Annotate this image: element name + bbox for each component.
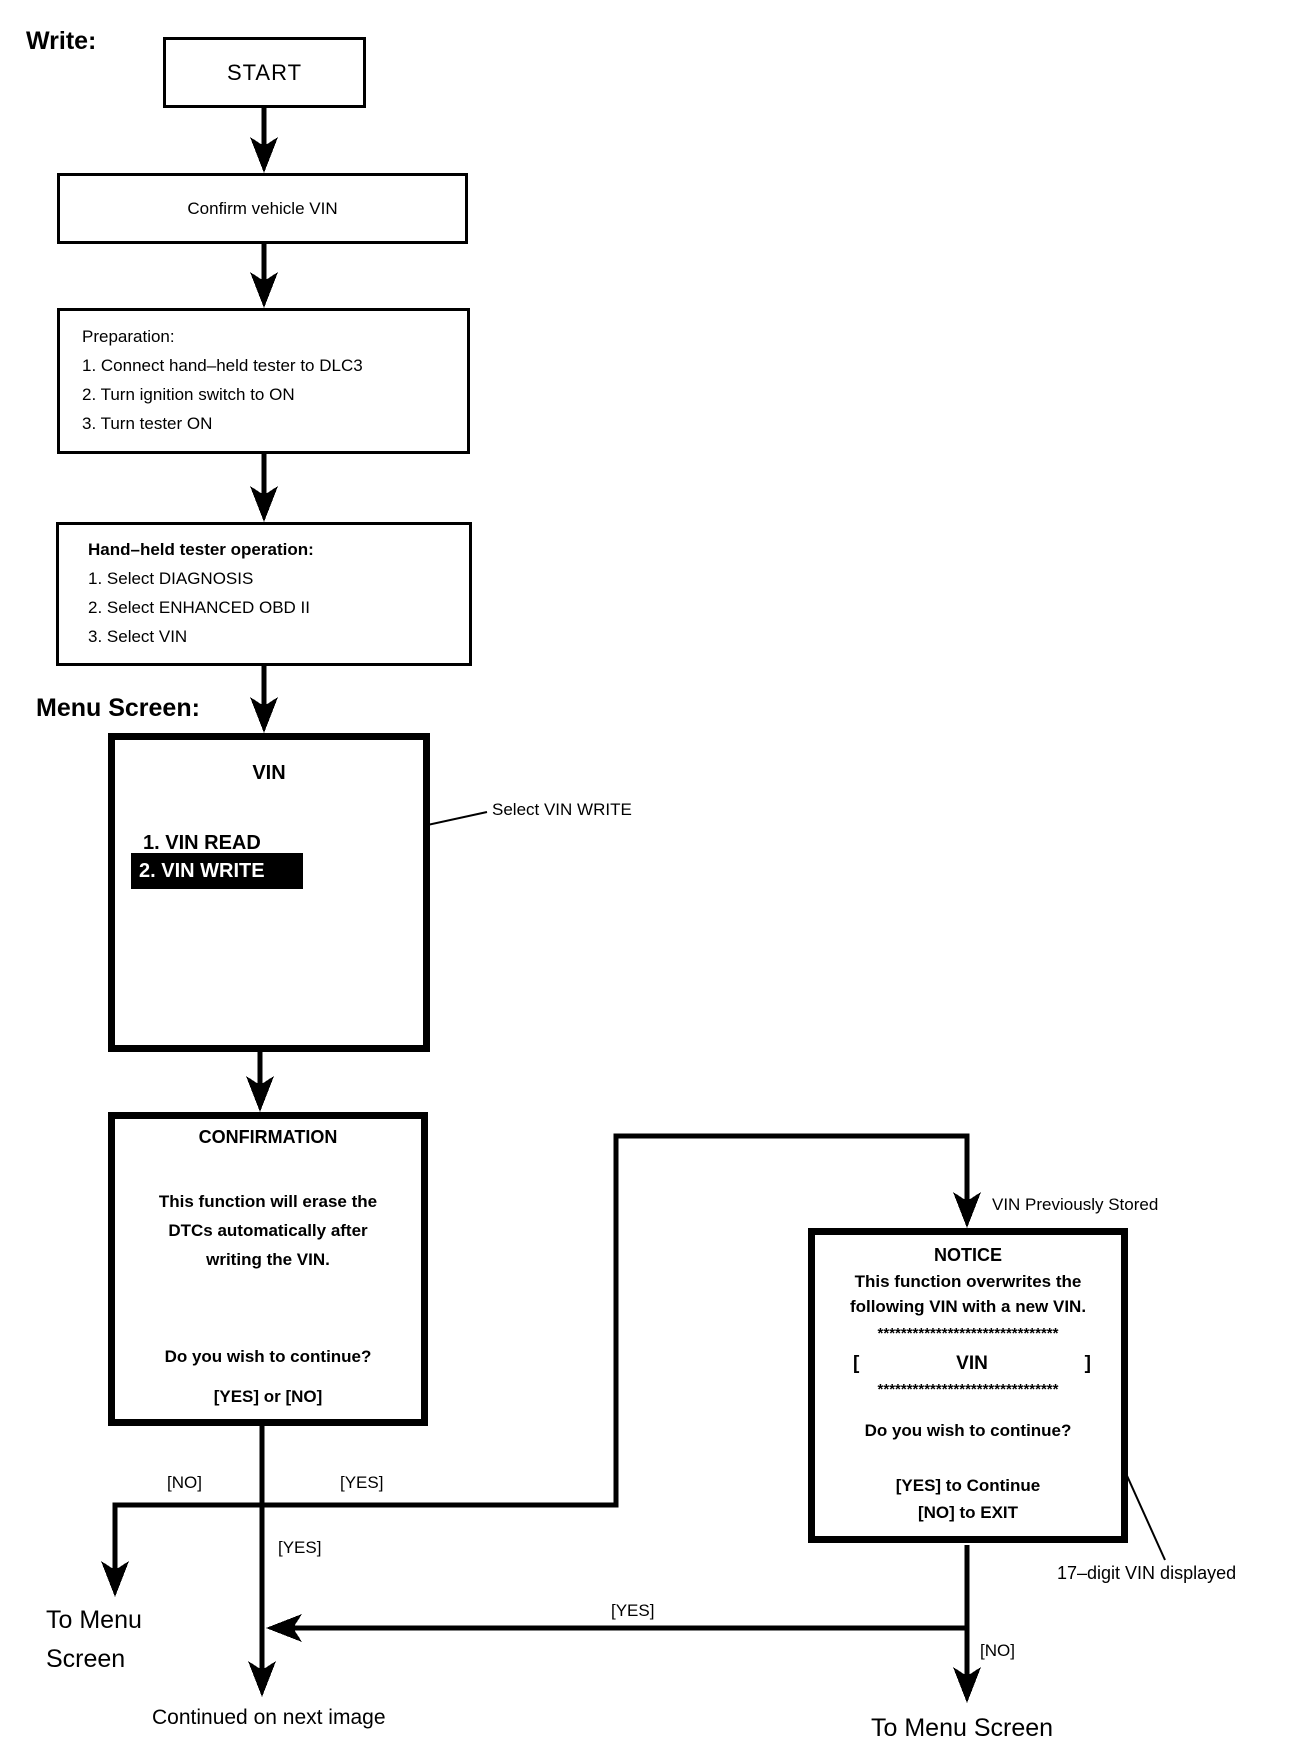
to-menu-screen-left-line2: Screen <box>46 1645 126 1673</box>
vin-menu-title: VIN <box>252 762 286 784</box>
arrowhead-tester <box>250 486 278 522</box>
confirmation-body-line-1: This function will erase the <box>158 1192 378 1211</box>
arrowhead-continued <box>248 1661 276 1697</box>
vin-menu-screen: VIN 1. VIN READ 2. VIN WRITE <box>108 733 430 1052</box>
notice-option-yes: [YES] to Continue <box>895 1476 1041 1495</box>
preparation-step-1: 1. Connect hand–held tester to DLC3 <box>82 356 363 375</box>
arrowhead-notice <box>953 1192 981 1228</box>
confirmation-screen: CONFIRMATION This function will erase th… <box>108 1112 428 1426</box>
preparation-title: Preparation: <box>82 327 175 346</box>
confirmation-body-line-3: writing the VIN. <box>206 1250 330 1269</box>
notice-body-line-1: This function overwrites the <box>854 1272 1082 1291</box>
notice-vin-bracket-open: [ <box>853 1353 860 1374</box>
menu-item-vin-write-selected: 2. VIN WRITE <box>131 853 303 889</box>
tester-operation-title: Hand–held tester operation: <box>88 540 314 559</box>
preparation-node: Preparation: 1. Connect hand–held tester… <box>57 308 470 454</box>
edge-label-confirm-yes-down: [YES] <box>278 1538 322 1557</box>
notice-title: NOTICE <box>933 1245 1002 1265</box>
arrowhead-menuscreen-right <box>953 1667 981 1703</box>
arrowhead-menu <box>250 697 278 733</box>
notice-option-no: [NO] to EXIT <box>917 1503 1019 1522</box>
arrowhead-menuscreen-left <box>101 1561 129 1597</box>
menu-item-vin-write-label: 2. VIN WRITE <box>139 859 265 882</box>
to-menu-screen-left-line1: To Menu <box>46 1606 142 1634</box>
notice-stars-top: ******************************* <box>877 1325 1059 1342</box>
to-menu-screen-left: To Menu Screen <box>46 1601 142 1679</box>
start-node: START <box>163 37 366 108</box>
notice-vin-label: VIN <box>956 1353 988 1374</box>
preparation-step-2: 2. Turn ignition switch to ON <box>82 385 295 404</box>
edge-confirmation-menuscreen <box>112 1502 262 1574</box>
confirmation-title: CONFIRMATION <box>198 1127 338 1147</box>
menu-screen-heading: Menu Screen: <box>36 694 200 722</box>
notice-screen: NOTICE This function overwrites the foll… <box>808 1228 1128 1543</box>
tester-step-1: 1. Select DIAGNOSIS <box>88 569 254 588</box>
tester-operation-node: Hand–held tester operation: 1. Select DI… <box>56 522 472 666</box>
tester-step-2: 2. Select ENHANCED OBD II <box>88 598 311 617</box>
confirmation-question: Do you wish to continue? <box>164 1347 372 1366</box>
notice-stars-bottom: ******************************* <box>877 1381 1059 1398</box>
vin-previously-stored-annotation: VIN Previously Stored <box>992 1195 1159 1214</box>
select-vin-write-annotation: Select VIN WRITE <box>492 800 632 819</box>
arrowhead-preparation <box>250 272 278 308</box>
edge-label-confirm-yes-right: [YES] <box>340 1473 384 1492</box>
write-heading: Write: <box>26 27 97 55</box>
confirm-vin-label: Confirm vehicle VIN <box>187 198 338 218</box>
confirmation-options: [YES] or [NO] <box>213 1387 323 1406</box>
continued-next-image: Continued on next image <box>152 1706 386 1729</box>
preparation-step-3: 3. Turn tester ON <box>82 414 213 433</box>
menu-item-vin-read: 1. VIN READ <box>143 832 261 854</box>
vin-17-digit-annotation: 17–digit VIN displayed <box>1057 1563 1237 1583</box>
edge-label-notice-no: [NO] <box>980 1641 1015 1660</box>
edge-label-notice-yes-return: [YES] <box>611 1601 655 1620</box>
to-menu-screen-right: To Menu Screen <box>871 1714 1054 1742</box>
confirm-vin-node: Confirm vehicle VIN <box>57 173 468 244</box>
arrowhead-confirmation <box>246 1076 274 1112</box>
start-label: START <box>226 59 303 85</box>
arrowhead-confirm <box>250 137 278 173</box>
tester-step-3: 3. Select VIN <box>88 627 188 646</box>
confirmation-body-line-2: DTCs automatically after <box>168 1221 368 1240</box>
notice-vin-bracket-close: ] <box>1084 1353 1091 1374</box>
notice-question: Do you wish to continue? <box>864 1421 1072 1440</box>
edge-label-confirm-no: [NO] <box>167 1473 202 1492</box>
arrowhead-return-left <box>266 1614 302 1642</box>
notice-body-line-2: following VIN with a new VIN. <box>849 1297 1087 1316</box>
